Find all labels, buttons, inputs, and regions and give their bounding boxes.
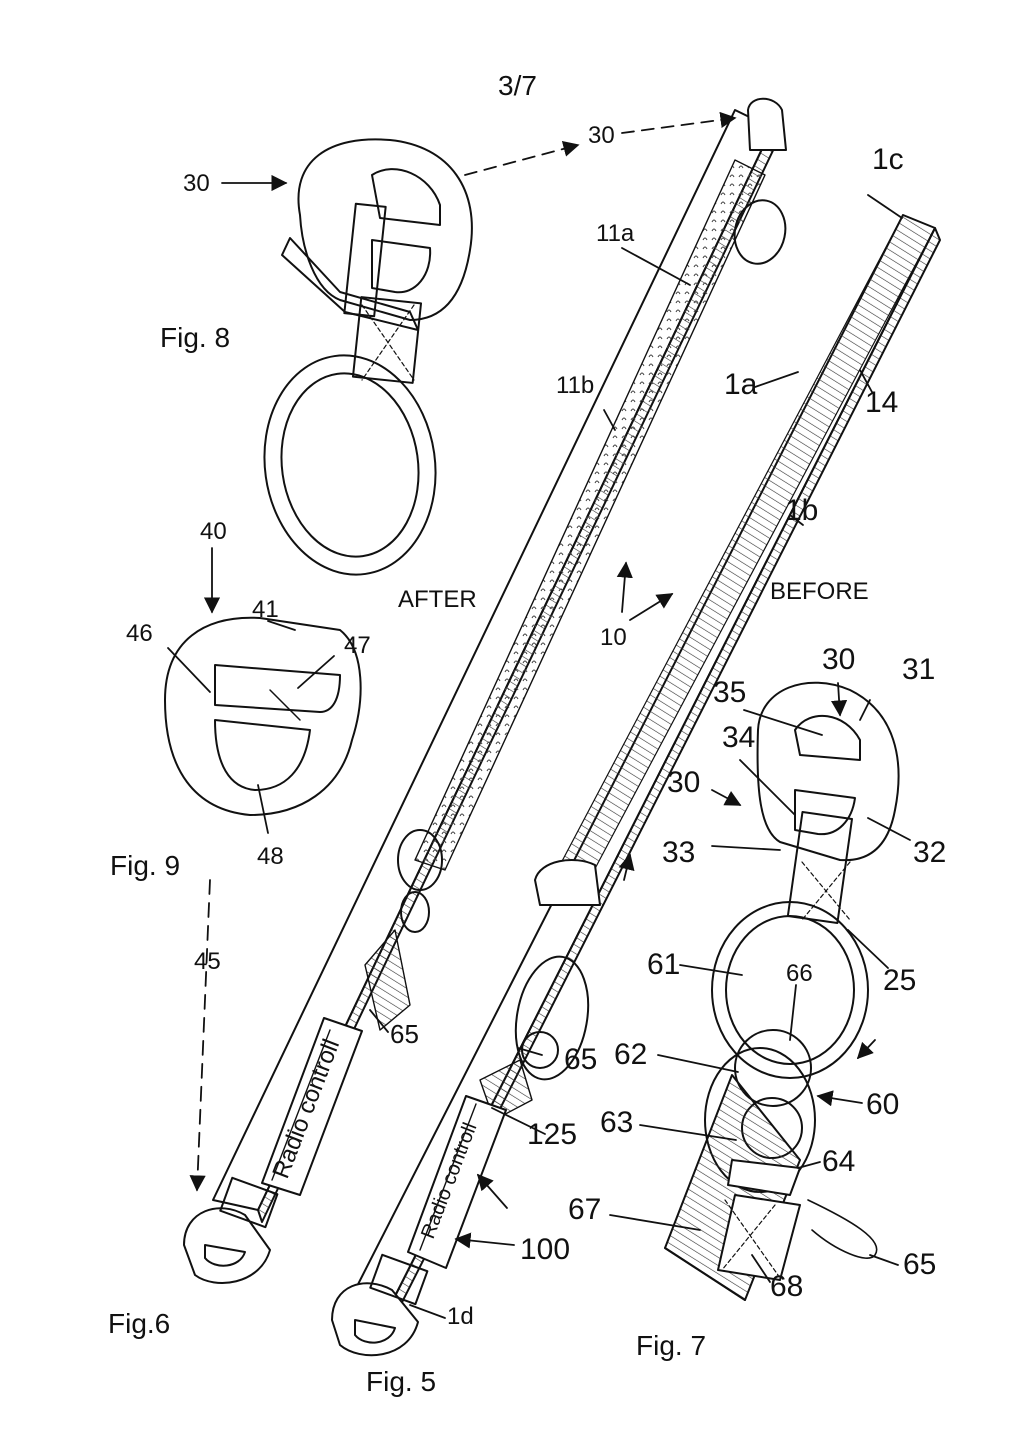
ref-65-fig5: 65 — [564, 1043, 598, 1076]
fig5-caption: Fig. 5 — [366, 1366, 437, 1397]
ref-125: 125 — [527, 1118, 578, 1151]
ref-30-fig8: 30 — [183, 170, 210, 197]
fig8-caption: Fig. 8 — [160, 322, 231, 353]
ref-61: 61 — [647, 948, 681, 981]
ref-46: 46 — [126, 620, 153, 647]
fig7-detail-assembly — [664, 681, 900, 1301]
ref-66: 66 — [786, 960, 813, 987]
ref-30-fig7-top: 30 — [822, 643, 856, 676]
ref-41: 41 — [252, 596, 279, 623]
sheet-number: 3/7 — [498, 70, 537, 101]
ref-40: 40 — [200, 518, 227, 545]
ref-10: 10 — [600, 624, 627, 651]
fig8-buckle-assembly — [263, 138, 473, 576]
fig5-strap — [331, 214, 941, 1357]
ref-65-fig6: 65 — [390, 1019, 419, 1049]
leader-lines — [167, 111, 911, 1319]
before-label: BEFORE — [770, 578, 869, 605]
ref-65-fig7: 65 — [903, 1248, 937, 1281]
ref-30-top: 30 — [588, 122, 615, 149]
ref-35: 35 — [713, 676, 747, 709]
ref-1c: 1c — [872, 143, 904, 176]
ref-68: 68 — [770, 1270, 804, 1303]
ref-11a: 11a — [596, 220, 635, 247]
fig7-caption: Fig. 7 — [636, 1330, 707, 1361]
ref-25: 25 — [883, 964, 917, 997]
ref-1d: 1d — [447, 1303, 474, 1330]
ref-64: 64 — [822, 1145, 856, 1178]
fig6-assembled-strap — [183, 97, 787, 1284]
ref-34: 34 — [722, 721, 756, 754]
ref-100: 100 — [520, 1233, 571, 1266]
ref-48: 48 — [257, 843, 284, 870]
ref-14: 14 — [865, 386, 899, 419]
ref-60: 60 — [866, 1088, 900, 1121]
ref-1a: 1a — [724, 368, 758, 401]
ref-62: 62 — [614, 1038, 648, 1071]
fig9-buckle — [164, 616, 362, 816]
ref-11b: 11b — [556, 372, 595, 399]
after-label: AFTER — [398, 586, 477, 613]
fig9-caption: Fig. 9 — [110, 850, 181, 881]
ref-45: 45 — [194, 948, 221, 975]
ref-63: 63 — [600, 1106, 634, 1139]
ref-47: 47 — [344, 632, 371, 659]
ref-67: 67 — [568, 1193, 602, 1226]
ref-31: 31 — [902, 653, 936, 686]
ref-1b: 1b — [785, 494, 819, 527]
fig6-caption: Fig.6 — [108, 1308, 171, 1339]
ref-32: 32 — [913, 836, 947, 869]
ref-30-fig7-left: 30 — [667, 766, 701, 799]
ref-33: 33 — [662, 836, 696, 869]
